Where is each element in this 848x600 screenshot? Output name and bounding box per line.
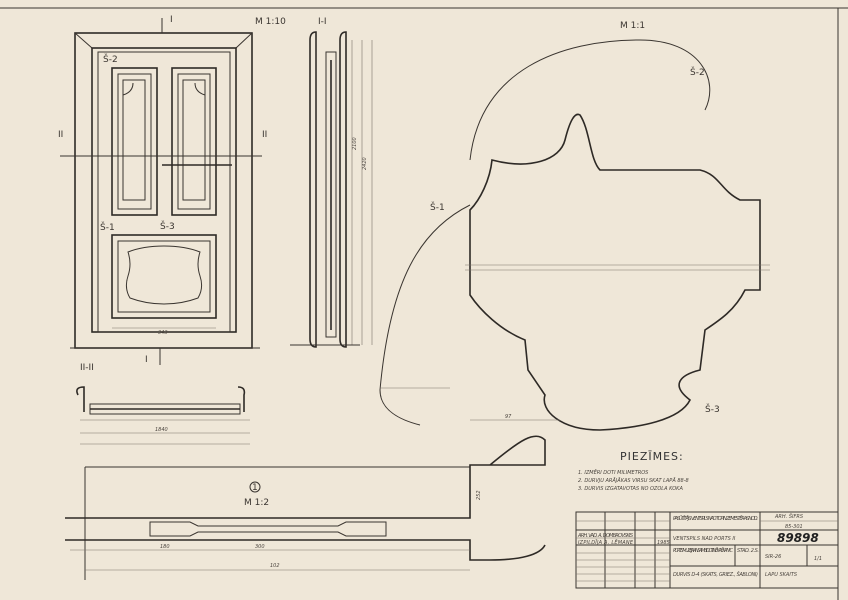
note-item: 3. DURVIS IZGATAVOTAS NO OZOLA KOKA (578, 486, 683, 492)
notes-heading: PIEZĪMES: (620, 450, 684, 463)
title-author: ARH. VAD. A. DOMBROVSKIS (577, 533, 634, 539)
scale-label-front: M 1:10 (255, 17, 286, 27)
section-mark-i-bottom: I (145, 355, 148, 365)
section-mark-i-top: I (170, 15, 173, 25)
dimension-detail-b: 180 (160, 544, 170, 550)
dimension-section-ii: 1840 (155, 427, 168, 433)
scale-label-profile: M 1:1 (620, 21, 645, 31)
label-s3-front: Š-3 (160, 220, 175, 232)
dimension-height: 2420 (362, 157, 368, 170)
title-code-label: ARH. ŠIFRS (774, 513, 804, 520)
dimension-width: 343 (158, 330, 168, 336)
dimension-detail-c: 97 (505, 414, 512, 420)
label-s2-profile: Š-2 (690, 66, 705, 78)
section-mark-ii-right: II (262, 130, 267, 140)
detail-number: 1 (252, 483, 258, 493)
title-sheet-value: 1/1 (814, 556, 822, 562)
title-code: 85-301 (785, 524, 803, 530)
note-item: 1. IZMĒRI DOTI MILIMETROS (578, 469, 649, 476)
door-front-view (60, 18, 262, 365)
label-s3-profile: Š-3 (705, 403, 720, 415)
title-date: 1985 (657, 540, 670, 546)
section-mark-ii-left: II (58, 130, 63, 140)
title-block (575, 511, 839, 589)
section-i-i-view (290, 31, 373, 348)
section-ii-ii-view (76, 386, 250, 445)
dimension-detail-a: 300 (255, 544, 265, 550)
title-project: PASŪTĪTĀJS: VENTSPILS NAD TOP IN ZEMESTĒ… (673, 515, 758, 522)
title-stage-code: SIR-26 (765, 554, 781, 560)
dimension-detail-e: 252 (476, 490, 482, 500)
title-content: DURVIS D-4 (SKATS, GRIEZ., ŠABLONI) (673, 571, 758, 578)
title-object: VENTSPILS NAD PORTS II (673, 536, 736, 542)
scale-label-detail: M 1:2 (244, 498, 269, 508)
label-s1-profile: Š-1 (430, 201, 445, 213)
sheet-number: 89898 (777, 531, 819, 545)
title-drawing: PORTS MUZEJA ANSAMB. III. DOTIN. ĒKA. ĒK… (673, 547, 734, 554)
detail-section-drawing (65, 419, 560, 580)
title-author: IZPILDĪJA A. LĒMANE (578, 539, 634, 546)
section-title-i-i: I-I (318, 17, 327, 27)
dimension-height-inner: 2100 (352, 137, 358, 150)
title-stage: STAD. 2.S. (737, 548, 759, 554)
label-s1-front: Š-1 (100, 221, 115, 233)
note-item: 2. DURVJU ARĀJĀKAS VIRSU SKAT LAPĀ 88-8 (578, 477, 689, 484)
section-title-ii-ii: II-II (80, 363, 94, 373)
dimension-detail-d: 102 (270, 563, 280, 569)
label-s2-front: Š-2 (103, 53, 118, 65)
profile-template-drawing (379, 39, 770, 431)
title-sheet-label: LAPU SKAITS (765, 572, 798, 578)
